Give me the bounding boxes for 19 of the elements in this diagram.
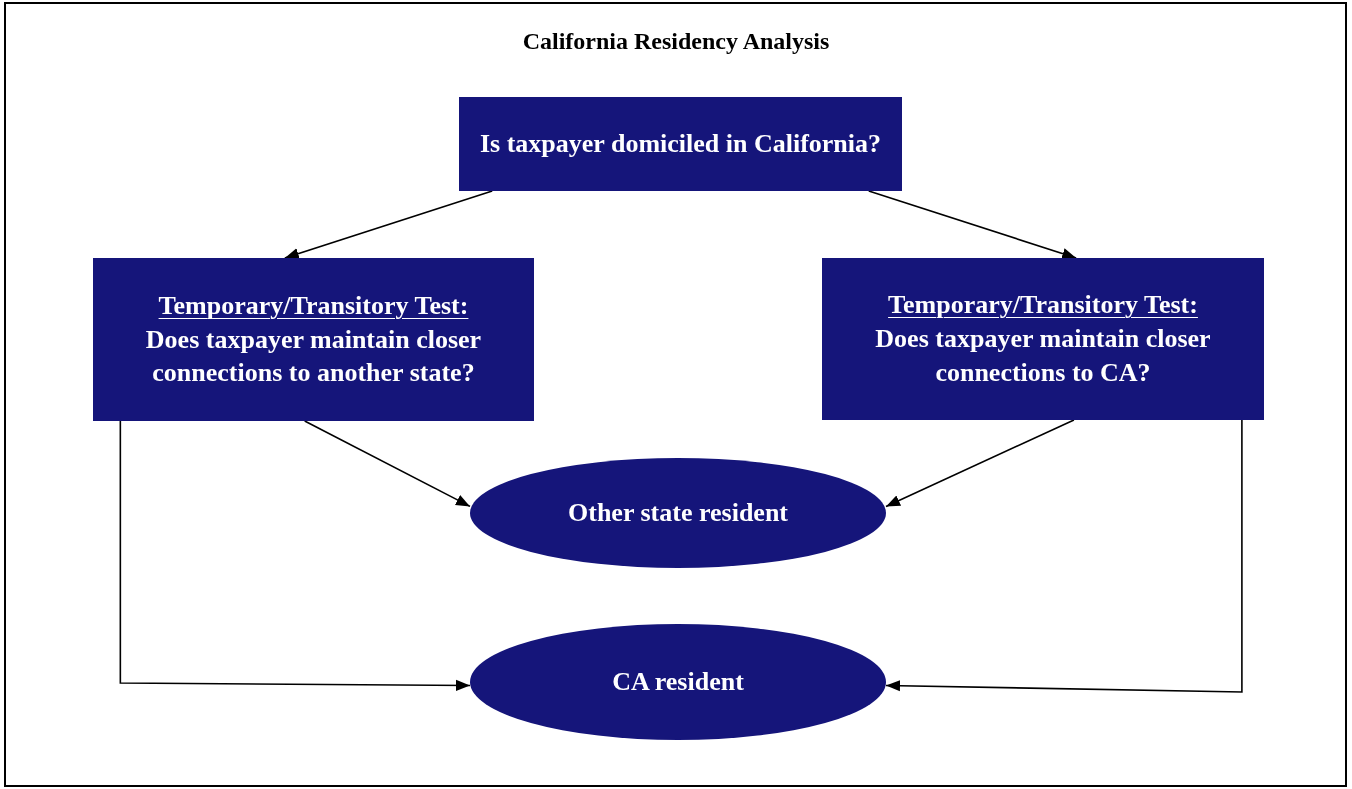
- question-box: [459, 97, 902, 191]
- node-text: Is taxpayer domiciled in California?: [479, 128, 882, 161]
- outcome-ellipse: [470, 458, 886, 568]
- arrow: [885, 419, 1075, 508]
- question-box: [93, 258, 534, 421]
- diagram-title: California Residency Analysis: [521, 28, 831, 55]
- arrow: [119, 420, 471, 691]
- arrow: [303, 420, 471, 508]
- node-text: Does taxpayer maintain closer connections to another state?: [144, 323, 483, 390]
- node-text: Other state resident: [568, 497, 788, 530]
- outcome-ellipse: [470, 624, 886, 740]
- node-text: CA resident: [612, 666, 744, 699]
- node-heading: Temporary/Transitory Test:: [888, 289, 1198, 322]
- arrow: [284, 190, 494, 259]
- arrow: [885, 419, 1243, 693]
- question-box: [822, 258, 1264, 420]
- node-text: Does taxpayer maintain closer connections to CA?: [874, 323, 1212, 389]
- arrow: [868, 190, 1077, 259]
- node-heading: Temporary/Transitory Test:: [158, 289, 469, 322]
